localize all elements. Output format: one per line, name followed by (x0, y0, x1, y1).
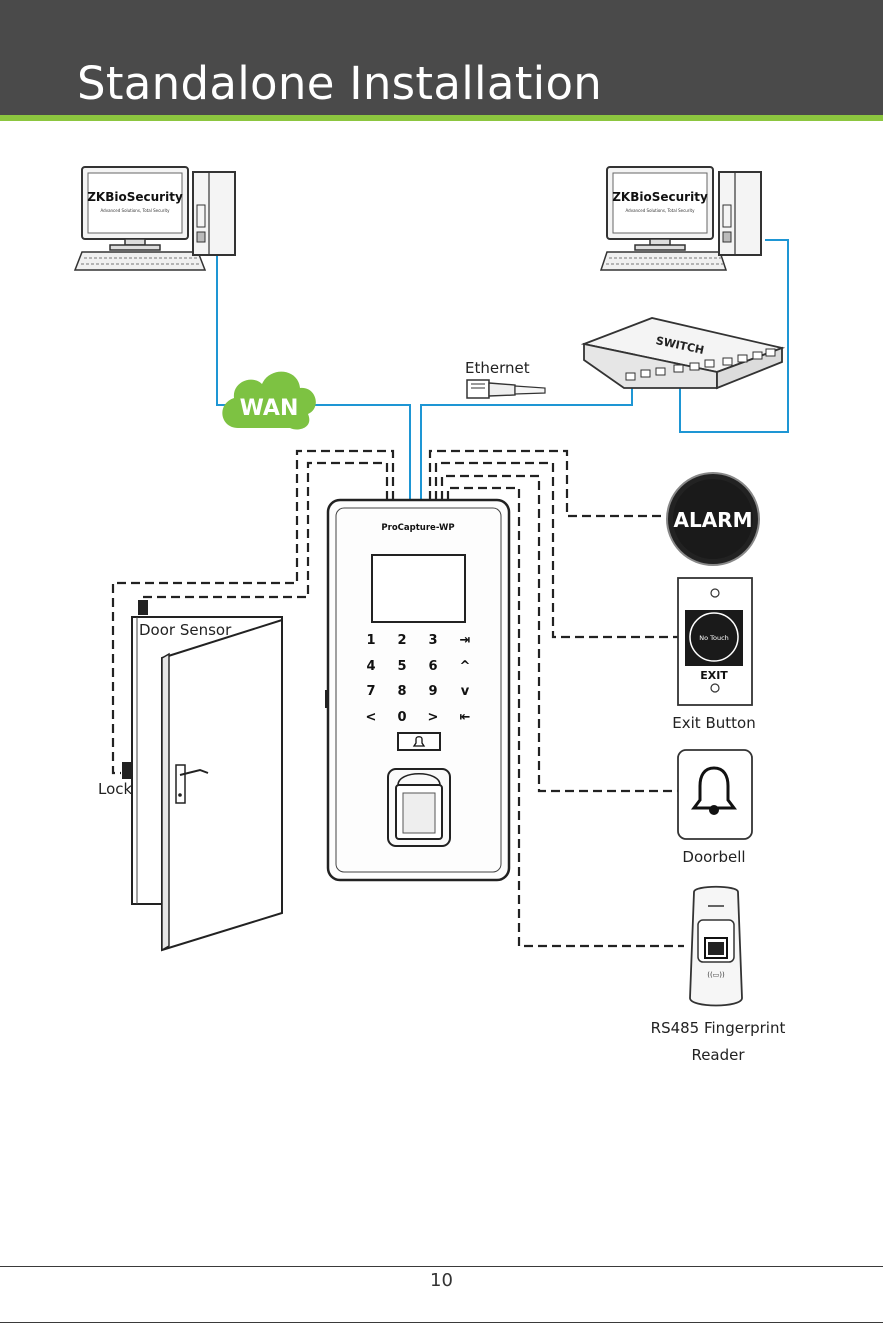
installation-diagram: ZKBioSecurity Advanced Solutions, Total … (0, 0, 883, 1260)
lock-device (122, 762, 132, 779)
tower-right (719, 172, 761, 255)
ethernet-plug-boot (489, 383, 515, 396)
exit-button-device: No Touch EXIT Exit Button (672, 578, 755, 732)
pc-right: ZKBioSecurity Advanced Solutions, Total … (601, 167, 761, 270)
wan-to-device-cable (310, 405, 410, 500)
reader-sensor-glass (708, 942, 724, 955)
tower-left-port (197, 232, 205, 242)
device-model: ProCapture-WP (381, 523, 454, 533)
alarm-label: ALARM (673, 508, 752, 532)
fingerprint-sensor-glass (403, 793, 435, 833)
tower-right-port (723, 232, 731, 242)
keypad-key: 4 (366, 659, 375, 674)
door-sensor (138, 600, 148, 615)
switch-port (690, 363, 699, 370)
wan-to-pc-left-cable (217, 255, 232, 405)
fingerprint-reader-device: ((▭)) RS485 Fingerprint Reader (651, 887, 786, 1064)
pc-left: ZKBioSecurity Advanced Solutions, Total … (75, 167, 235, 270)
doorbell-key (398, 733, 440, 750)
keypad-key: v (461, 684, 470, 699)
keypad-key: 3 (428, 633, 437, 648)
wan-cloud: WAN (222, 372, 316, 430)
switch-port (656, 368, 665, 375)
keypad-key: ⇥ (460, 633, 471, 648)
exit-button-label: Exit Button (672, 714, 755, 732)
switch-port (723, 358, 732, 365)
door-keyhole (178, 793, 182, 797)
door-leaf-edge (162, 654, 169, 950)
keypad-key: > (428, 710, 439, 725)
doorbell-label: Doorbell (682, 848, 745, 866)
keypad-key: 0 (397, 710, 406, 725)
switch-port (641, 370, 650, 377)
reader-label-line2: Reader (691, 1046, 745, 1064)
switch-port (753, 352, 762, 359)
keypad-key: < (366, 710, 377, 725)
ethernet-plug: Ethernet (465, 359, 545, 398)
monitor-left-base (110, 245, 160, 250)
keypad-key: ^ (460, 659, 471, 674)
keypad-key: 9 (428, 684, 437, 699)
switch-port (705, 360, 714, 367)
lock-label: Lock (98, 780, 133, 798)
keyboard-right (601, 252, 726, 270)
ethernet-label: Ethernet (465, 359, 530, 377)
wan-label: WAN (240, 396, 299, 421)
ethernet-cable-stub (515, 386, 545, 394)
exit-button-exit-text: EXIT (700, 669, 728, 682)
page-number: 10 (0, 1270, 883, 1291)
pc-right-tagline: Advanced Solutions, Total Security (626, 208, 696, 213)
alarm-device: ALARM (667, 473, 759, 565)
keypad-key: 7 (366, 684, 375, 699)
keypad-key: ⇤ (460, 710, 471, 725)
reader-label-line1: RS485 Fingerprint (651, 1019, 786, 1037)
keyboard-left (75, 252, 205, 270)
switch-port (674, 365, 683, 372)
exit-button-face-text: No Touch (699, 634, 729, 642)
keypad-key: 6 (428, 659, 437, 674)
footer-rule (0, 1266, 883, 1267)
ethernet-plug-head (467, 380, 489, 398)
door-handle-plate (176, 765, 185, 803)
door-assembly: Door Sensor Lock (98, 600, 282, 950)
device-screen (372, 555, 465, 622)
pc-right-brand: ZKBioSecurity (612, 190, 708, 204)
pc-left-brand: ZKBioSecurity (87, 190, 183, 204)
doorbell-device: Doorbell (678, 750, 752, 866)
network-switch: SWITCH (584, 318, 782, 388)
keypad-key: 2 (397, 633, 406, 648)
door-sensor-label: Door Sensor (139, 621, 232, 639)
tower-left (193, 172, 235, 255)
access-control-device: ProCapture-WP 1 2 3 ⇥ 4 5 6 ^ 7 8 9 v < … (326, 500, 509, 880)
keypad-key: 8 (397, 684, 406, 699)
monitor-right-base (635, 245, 685, 250)
footer-rule (0, 1322, 883, 1323)
monitor-left-stand (125, 239, 145, 245)
rfid-icon: ((▭)) (707, 971, 725, 979)
keypad-key: 1 (366, 633, 375, 648)
keypad-key: 5 (397, 659, 406, 674)
exit-button-screw-bottom (711, 684, 719, 692)
pc-left-tagline: Advanced Solutions, Total Security (101, 208, 171, 213)
switch-port (626, 373, 635, 380)
device-to-switch-cable (421, 380, 632, 500)
switch-port (766, 349, 775, 356)
bell-clapper (709, 805, 719, 815)
monitor-right-stand (650, 239, 670, 245)
exit-button-screw-top (711, 589, 719, 597)
switch-port (738, 355, 747, 362)
